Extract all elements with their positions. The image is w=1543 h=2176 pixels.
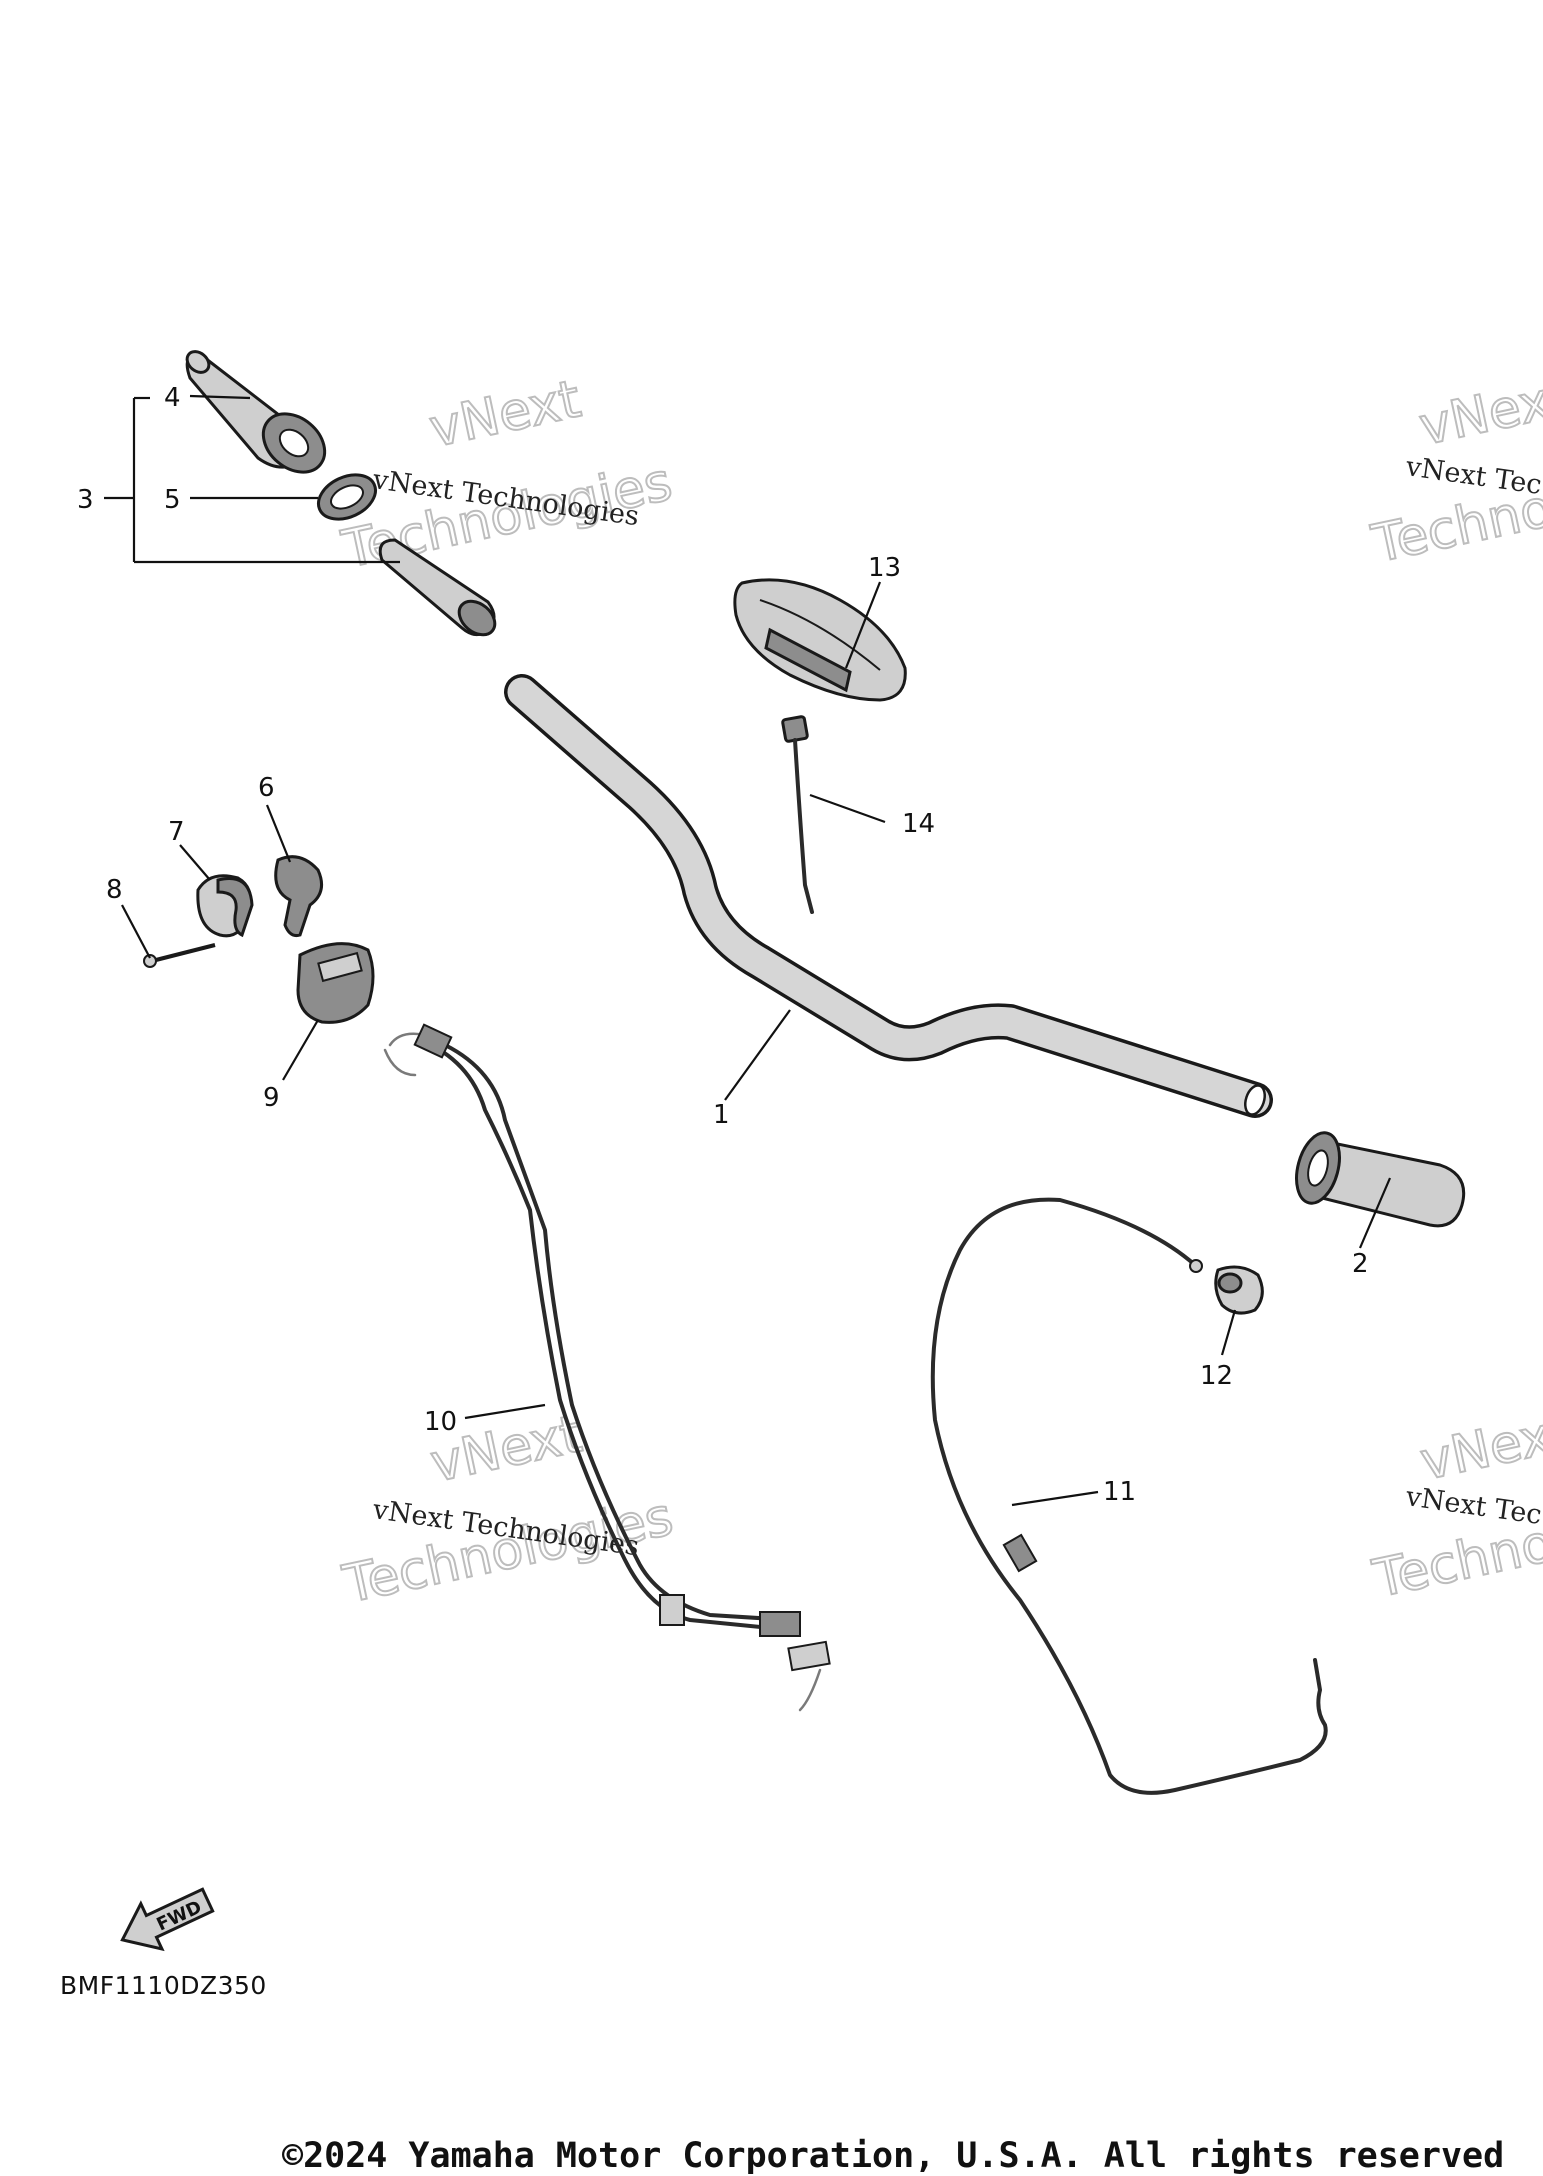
callout-7: 7 bbox=[168, 817, 185, 847]
part-grip-left bbox=[185, 350, 327, 474]
callout-4: 4 bbox=[164, 383, 181, 413]
callout-13: 13 bbox=[868, 553, 901, 583]
watermark-big-line1-right: vNext bbox=[1414, 367, 1543, 457]
part-clamp-7 bbox=[196, 874, 254, 938]
callouts: 1 2 3 4 5 6 7 8 9 10 11 12 13 14 bbox=[77, 383, 1369, 1507]
part-cable bbox=[930, 1197, 1328, 1795]
callout-12: 12 bbox=[1200, 1361, 1233, 1391]
callout-6: 6 bbox=[258, 773, 275, 803]
part-cable-tie bbox=[781, 715, 814, 914]
part-handlebar bbox=[504, 674, 1273, 1118]
part-clamp-6 bbox=[274, 855, 324, 937]
watermark-bottom-left: vNext Technologies bbox=[337, 1403, 679, 1616]
callout-14: 14 bbox=[902, 809, 935, 839]
callout-3: 3 bbox=[77, 485, 94, 515]
part-screw bbox=[143, 943, 216, 968]
part-wiring-harness bbox=[383, 1023, 831, 1712]
watermark-big-line1: vNext bbox=[425, 369, 586, 459]
copyright-notice: ©2024 Yamaha Motor Corporation, U.S.A. A… bbox=[282, 2136, 1505, 2176]
watermark-top-left: vNext Technologies bbox=[336, 368, 678, 581]
callout-10: 10 bbox=[424, 1407, 457, 1437]
fwd-arrow-icon: FWD bbox=[120, 1887, 215, 1952]
callout-1: 1 bbox=[713, 1100, 730, 1130]
callout-9: 9 bbox=[263, 1083, 280, 1113]
part-switch bbox=[296, 942, 375, 1024]
watermark-small-bottom-right: vNext Tec bbox=[1403, 1481, 1543, 1531]
leader-lines bbox=[104, 394, 1392, 1507]
callout-2: 2 bbox=[1352, 1249, 1369, 1279]
callout-11: 11 bbox=[1103, 1477, 1136, 1507]
watermark-big-cut-br: Techno bbox=[1368, 1513, 1543, 1610]
diagram-code: BMF1110DZ350 bbox=[60, 1971, 267, 2000]
part-collar bbox=[317, 473, 377, 521]
part-adjuster bbox=[1214, 1265, 1264, 1315]
callout-8: 8 bbox=[106, 875, 123, 905]
callout-5: 5 bbox=[164, 485, 181, 515]
part-throttle-tube bbox=[378, 538, 497, 637]
part-cover bbox=[733, 578, 907, 702]
watermark-big-line1-br: vNext bbox=[1415, 1402, 1543, 1492]
